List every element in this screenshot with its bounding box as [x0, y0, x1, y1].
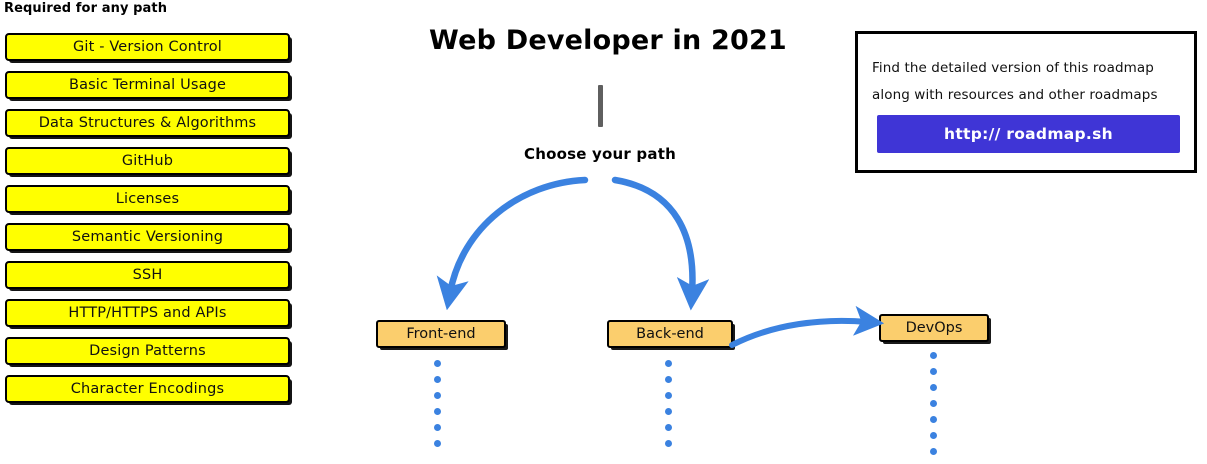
trail-dot: [665, 376, 672, 383]
trail-dot: [665, 408, 672, 415]
path-box-backend[interactable]: Back-end: [607, 320, 733, 348]
required-item-label: Basic Terminal Usage: [68, 77, 227, 93]
required-item-label: Data Structures & Algorithms: [38, 115, 257, 131]
right-curved-arrow: [611, 176, 710, 311]
info-card: Find the detailed version of this roadma…: [855, 31, 1197, 173]
info-card-line-2: along with resources and other roadmaps: [872, 87, 1158, 103]
info-card-line-1: Find the detailed version of this roadma…: [872, 60, 1154, 76]
roadmap-url-button[interactable]: http:// roadmap.sh: [877, 115, 1180, 153]
trail-dot: [665, 392, 672, 399]
required-item-label: Licenses: [115, 191, 180, 207]
required-item-label: Design Patterns: [89, 343, 206, 359]
required-section-header: Required for any path: [4, 1, 168, 16]
choose-your-path-label: Choose your path: [524, 145, 676, 163]
trail-dot: [434, 440, 441, 447]
trail-dot: [930, 368, 937, 375]
required-item-label: Character Encodings: [70, 381, 225, 397]
required-item-label: SSH: [132, 267, 163, 283]
required-item-label: Git - Version Control: [73, 39, 222, 55]
trail-dot: [434, 408, 441, 415]
trail-dot: [434, 424, 441, 431]
trail-dot: [434, 376, 441, 383]
required-items-list: Git - Version Control Basic Terminal Usa…: [5, 33, 290, 413]
roadmap-url-label: http:// roadmap.sh: [944, 125, 1113, 143]
required-item[interactable]: Semantic Versioning: [5, 223, 290, 251]
required-item[interactable]: SSH: [5, 261, 290, 289]
trail-dot: [930, 400, 937, 407]
required-item[interactable]: Data Structures & Algorithms: [5, 109, 290, 137]
trail-dot: [930, 448, 937, 455]
branch-arrows: [436, 176, 710, 311]
trail-dot: [665, 424, 672, 431]
trail-dot: [665, 360, 672, 367]
required-item[interactable]: HTTP/HTTPS and APIs: [5, 299, 290, 327]
dotted-trail-devops: [930, 352, 937, 464]
devops-arrow-path: [729, 305, 885, 348]
path-box-devops[interactable]: DevOps: [879, 314, 989, 342]
trail-dot: [434, 360, 441, 367]
path-box-label: Front-end: [406, 326, 476, 342]
required-item[interactable]: Licenses: [5, 185, 290, 213]
dotted-trail-frontend: [434, 360, 441, 456]
required-item-label: GitHub: [121, 153, 174, 169]
required-item[interactable]: Git - Version Control: [5, 33, 290, 61]
trail-dot: [665, 440, 672, 447]
path-box-frontend[interactable]: Front-end: [376, 320, 506, 348]
page-title: Web Developer in 2021: [429, 25, 787, 56]
path-box-label: Back-end: [636, 326, 704, 342]
back-end-to-devops-arrow: [729, 305, 885, 348]
required-item[interactable]: Character Encodings: [5, 375, 290, 403]
trail-dot: [434, 392, 441, 399]
trail-dot: [930, 352, 937, 359]
required-item-label: Semantic Versioning: [71, 229, 224, 245]
required-item[interactable]: Design Patterns: [5, 337, 290, 365]
trail-dot: [930, 416, 937, 423]
required-item-label: HTTP/HTTPS and APIs: [68, 305, 227, 321]
path-box-label: DevOps: [905, 320, 963, 336]
dotted-trail-backend: [665, 360, 672, 456]
required-item[interactable]: GitHub: [5, 147, 290, 175]
roadmap-canvas: Required for any path Git - Version Cont…: [4, 1, 1197, 455]
trunk-connector-line: [598, 85, 603, 127]
required-item[interactable]: Basic Terminal Usage: [5, 71, 290, 99]
trail-dot: [930, 384, 937, 391]
left-curved-arrow: [436, 176, 589, 311]
